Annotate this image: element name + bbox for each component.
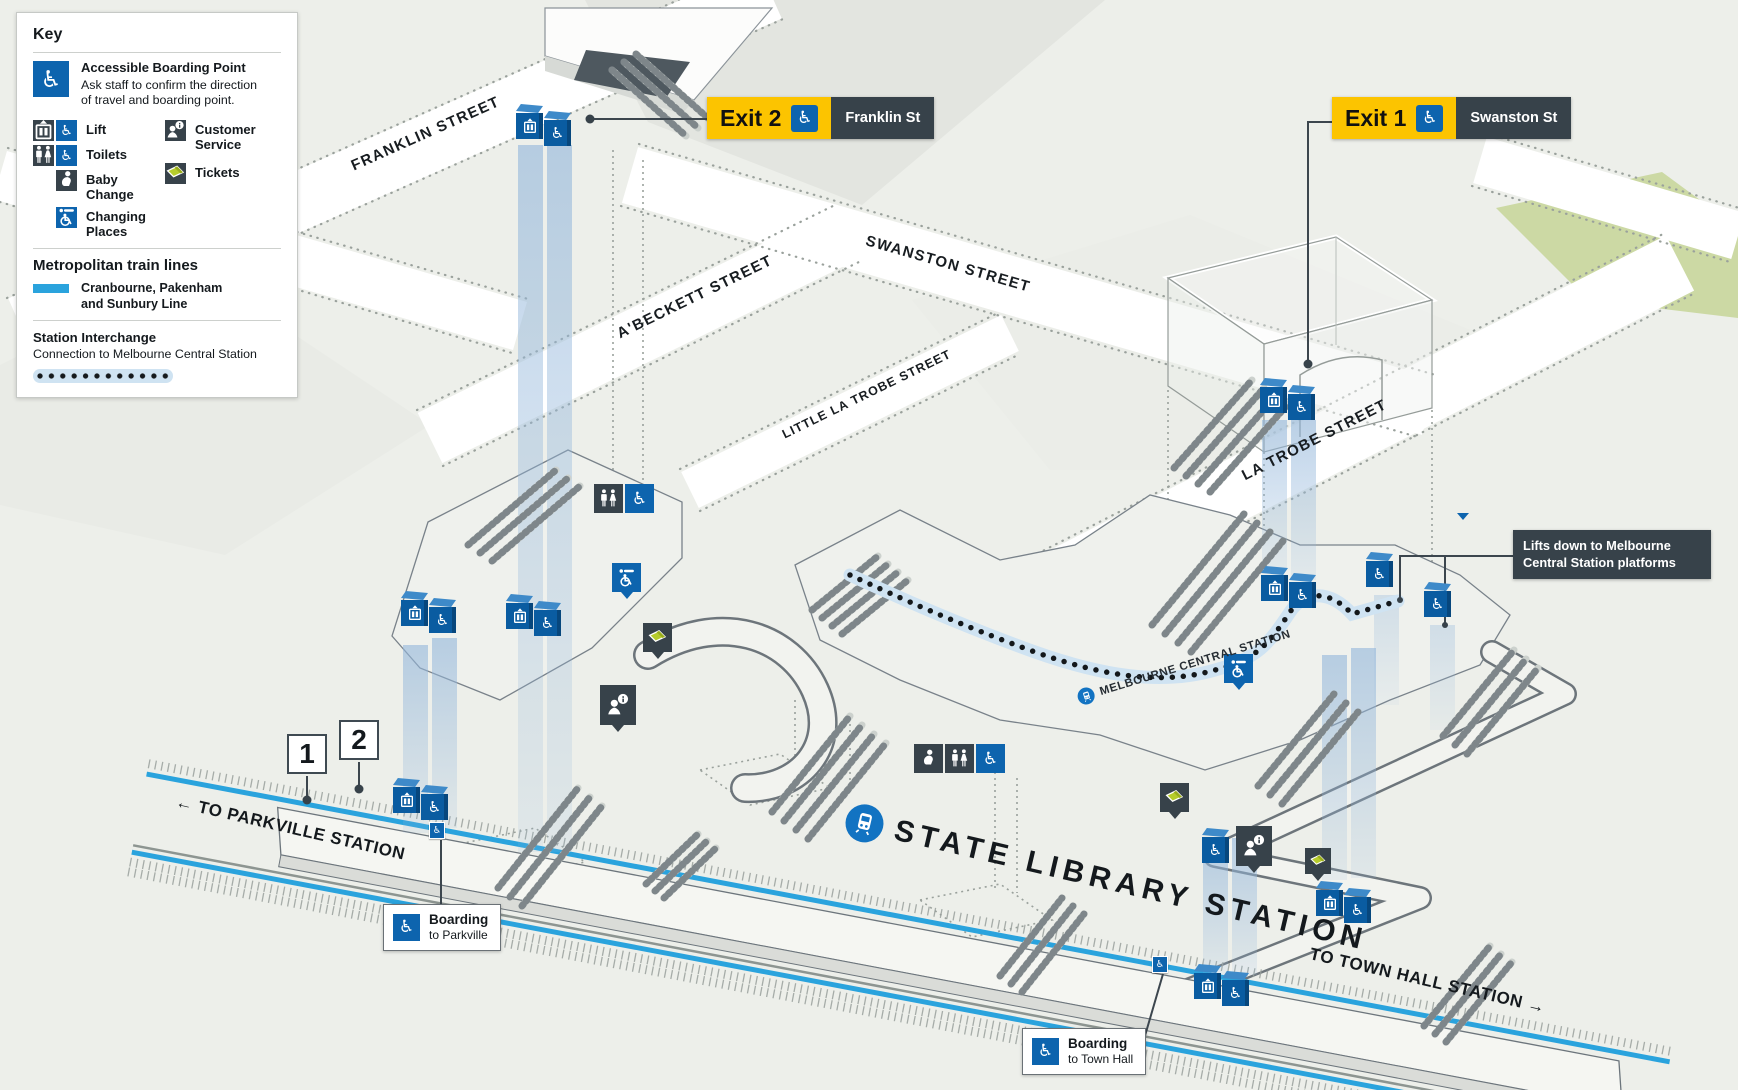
lift-icon — [33, 120, 54, 141]
lift-east-walkway: ♿ — [1202, 828, 1229, 863]
accessible-boarding-icon: ♿ — [33, 61, 69, 97]
escalator-platform-west — [494, 784, 606, 910]
metro-train-icon — [841, 800, 888, 847]
exit1-wheelchair-icon: ♿ — [1416, 104, 1444, 132]
toilets-badge-west: ♿ — [594, 484, 1738, 520]
exit2-label: Exit 2 — [720, 104, 782, 131]
exit2-entrance-structure — [544, 7, 774, 140]
accessible-boarding-label: Accessible Boarding Point — [81, 60, 246, 75]
lift-to-melbourne-central-b: ♿ — [1424, 582, 1451, 617]
lifts-down-callout: Lifts down to Melbourne Central Station … — [1513, 530, 1711, 580]
platform-sign-2: 2 — [339, 720, 379, 760]
train-line-name1: Cranbourne, Pakenham — [81, 280, 223, 295]
toilets-label: Toilets — [86, 146, 127, 162]
stairs-platform-west — [642, 830, 720, 902]
exit2-stairs — [608, 50, 714, 140]
toilets-icon — [33, 144, 54, 166]
tickets-label: Tickets — [195, 164, 240, 180]
tickets-icon — [165, 162, 186, 184]
toilets-icon — [945, 744, 974, 773]
platform-and-tracks — [127, 759, 1673, 1090]
accessible-boarding-marker-parkville: ♿ — [429, 822, 445, 839]
exit2-wheelchair-icon: ♿ — [791, 104, 819, 132]
tickets-badge-west — [643, 623, 672, 659]
boarding-parkville-box: ♿ Boarding to Parkville — [383, 904, 502, 951]
train-line-name2: and Sunbury Line — [81, 297, 188, 312]
accessible-toilet-icon: ♿ — [625, 484, 654, 513]
interchange-desc: Connection to Melbourne Central Station — [33, 346, 257, 361]
accessible-boarding-desc2: of travel and boarding point. — [81, 93, 235, 108]
changing-places-badge-west — [612, 563, 641, 599]
platform-sign-1: 1 — [287, 734, 327, 774]
exit1-label: Exit 1 — [1345, 104, 1407, 131]
exit2-badge: Exit 2 ♿ Franklin St — [707, 97, 935, 139]
main-concourse — [794, 494, 1511, 771]
exit2-street: Franklin St — [831, 97, 935, 139]
toilets-icon — [594, 484, 623, 513]
escalator-franklin-concourse-up — [464, 466, 584, 565]
platform-slab — [276, 806, 1623, 1090]
accessible-toilet-icon: ♿ — [976, 744, 1005, 773]
key-title: Key — [33, 26, 63, 43]
exit1-badge: Exit 1 ♿ Swanston St — [1332, 97, 1572, 139]
exit1-street: Swanston St — [1456, 97, 1572, 139]
escalator-concourse-southeast — [1254, 690, 1362, 808]
train-lines-title: Metropolitan train lines — [33, 256, 199, 274]
stairs-central — [768, 712, 890, 843]
wheelchair-icon: ♿ — [1032, 1037, 1059, 1065]
track-line-townhall — [131, 849, 1656, 1090]
escalator-to-latrobe-lower — [1148, 510, 1287, 656]
accessible-boarding-desc1: Ask staff to confirm the direction — [81, 77, 258, 92]
customer-service-label: Customer Service — [195, 121, 256, 152]
lift-label: Lift — [86, 121, 107, 137]
customer-service-badge-west — [600, 685, 636, 732]
escalator-platform-east — [1420, 942, 1516, 1046]
key-legend: Key ♿ Accessible Boarding Point Ask staf… — [16, 12, 298, 399]
escalator-platform-mid — [996, 894, 1088, 996]
changing-places-icon — [56, 206, 77, 228]
interchange-swatch — [33, 369, 173, 384]
tickets-badge-east — [1305, 848, 1331, 881]
escalator-east-walkway — [1439, 646, 1542, 758]
interchange-title: Station Interchange — [33, 330, 157, 346]
wheelchair-icon: ♿ — [393, 913, 420, 941]
lift-wheelchair-icon: ♿ — [56, 119, 77, 141]
changing-places-label: Changing Places — [86, 208, 146, 239]
tickets-badge-main — [1160, 783, 1189, 819]
changing-places-badge-east — [1224, 654, 1253, 690]
baby-change-icon — [56, 169, 77, 191]
track-line-parkville — [146, 771, 1671, 1065]
accessible-boarding-marker-townhall: ♿ — [1152, 956, 1168, 973]
baby-change-icon — [914, 744, 943, 773]
amenities-badges-main: ♿ — [914, 744, 1738, 773]
baby-change-label: Baby Change — [86, 171, 134, 202]
lift-to-melbourne-central-a: ♿ — [1366, 552, 1393, 587]
escalator-concourse-west — [808, 552, 912, 638]
customer-service-icon — [165, 119, 186, 141]
customer-service-badge-main — [1236, 826, 1272, 873]
toilets-wheelchair-icon: ♿ — [56, 144, 77, 166]
boarding-town-hall-box: ♿ Boarding to Town Hall — [1022, 1028, 1147, 1075]
train-line-swatch — [33, 283, 69, 293]
